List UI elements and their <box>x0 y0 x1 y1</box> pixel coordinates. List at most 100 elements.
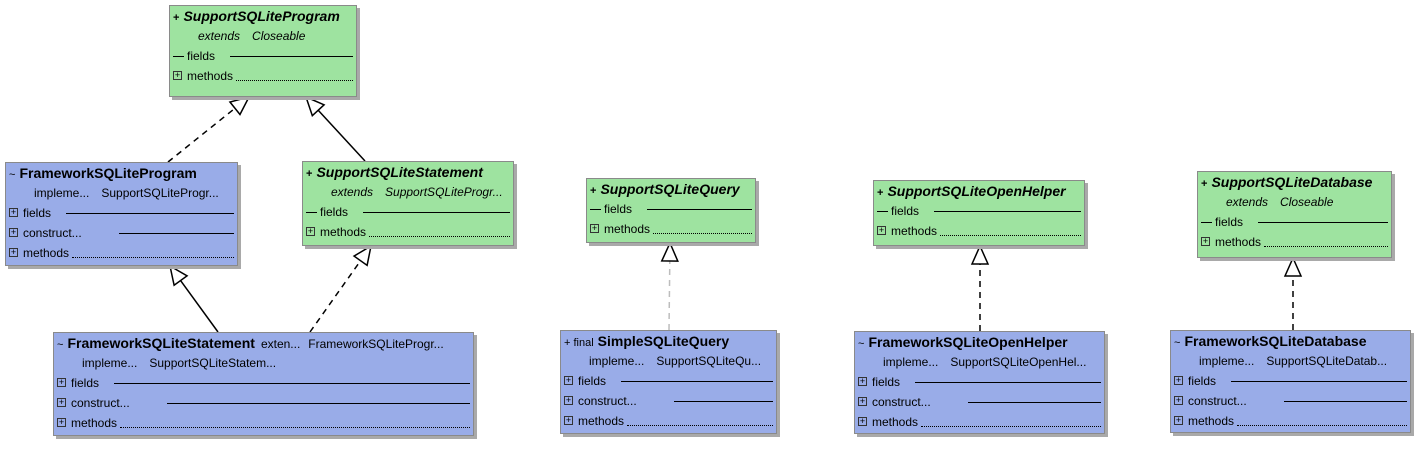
section-fields[interactable]: fields <box>1198 212 1391 232</box>
expand-toggle-icon[interactable]: + <box>57 417 66 427</box>
section-rule <box>119 233 234 234</box>
expand-toggle-icon[interactable]: + <box>57 377 66 387</box>
visibility-modifier: + <box>173 12 180 24</box>
section-construct[interactable]: + construct... <box>6 223 237 243</box>
section-methods[interactable]: +methods <box>303 222 513 242</box>
section-label: construct... <box>23 226 82 240</box>
section-label: fields <box>187 49 216 63</box>
expand-toggle-icon[interactable]: + <box>564 395 573 405</box>
section-label: methods <box>71 416 118 430</box>
section-fields[interactable]: fields <box>874 201 1084 221</box>
section-fields[interactable]: +fields <box>54 373 473 393</box>
relation-row: impleme...SupportSQLiteProgr... <box>6 183 237 203</box>
relation-keyword: extends <box>1226 195 1269 209</box>
class-name[interactable]: FrameworkSQLiteProgram <box>19 165 197 181</box>
section-fields[interactable]: +fields <box>1171 371 1410 391</box>
class-name[interactable]: SupportSQLiteQuery <box>600 181 740 197</box>
relation-keyword: extends <box>198 29 241 43</box>
section-rule <box>940 235 1081 236</box>
section-methods[interactable]: +methods <box>561 411 776 431</box>
expand-toggle-icon[interactable]: + <box>564 375 573 385</box>
section-methods[interactable]: +methods <box>6 243 237 263</box>
expand-toggle-icon[interactable]: + <box>877 225 886 235</box>
section-fields[interactable]: fields <box>303 202 513 222</box>
relation-keyword: impleme... <box>82 356 138 370</box>
visibility-modifier: ~ <box>57 339 64 351</box>
section-methods[interactable]: +methods <box>874 221 1084 241</box>
class-name[interactable]: SimpleSQLiteQuery <box>597 333 730 349</box>
framework-sqlite-statement-to-framework-sqlite-program-edge <box>168 264 219 333</box>
expand-toggle-icon[interactable]: + <box>858 416 867 426</box>
class-name[interactable]: FrameworkSQLiteDatabase <box>1184 333 1367 349</box>
framework-sqlite-program-to-support-sqlite-program-edge <box>167 95 251 163</box>
section-fields[interactable]: fields <box>170 46 356 66</box>
section-rule-lead <box>877 211 888 212</box>
expand-toggle-icon[interactable]: + <box>858 396 867 406</box>
section-methods[interactable]: +methods <box>587 219 755 239</box>
expand-toggle-icon[interactable]: + <box>9 227 18 237</box>
section-methods[interactable]: + methods <box>54 413 473 433</box>
expand-toggle-icon[interactable]: + <box>590 223 599 233</box>
edge-line <box>179 280 219 333</box>
section-construct[interactable]: +construct... <box>54 393 473 413</box>
expand-toggle-icon[interactable]: + <box>57 397 66 407</box>
expand-toggle-icon[interactable]: + <box>306 226 315 236</box>
section-methods[interactable]: +methods <box>1171 411 1410 431</box>
section-rule <box>646 209 752 210</box>
visibility-modifier: ~ <box>858 338 865 350</box>
section-rule <box>627 425 773 426</box>
class-name[interactable]: SupportSQLiteOpenHelper <box>887 183 1066 199</box>
edge-line <box>668 260 671 331</box>
relation-target: SupportSQLiteQu... <box>656 354 762 368</box>
section-label: construct... <box>872 395 931 409</box>
relation-keyword: impleme... <box>883 355 939 369</box>
section-rule <box>236 80 353 81</box>
expand-toggle-icon[interactable]: + <box>9 247 18 257</box>
framework-sqlite-database-to-support-sqlite-database-edge <box>1283 256 1303 330</box>
class-name[interactable]: FrameworkSQLiteStatement <box>67 335 255 351</box>
section-construct[interactable]: +construct... <box>1171 391 1410 411</box>
expand-toggle-icon[interactable]: + <box>1174 395 1183 405</box>
section-methods[interactable]: +methods <box>1198 232 1391 252</box>
section-rule <box>933 211 1081 212</box>
expand-toggle-icon[interactable]: + <box>1174 375 1183 385</box>
expand-toggle-icon[interactable]: + <box>173 70 182 80</box>
section-fields[interactable]: fields <box>587 199 755 219</box>
section-rule-lead <box>590 209 601 210</box>
class-name[interactable]: SupportSQLiteStatement <box>316 164 483 180</box>
class-name[interactable]: SupportSQLiteDatabase <box>1211 174 1373 190</box>
expand-toggle-icon[interactable]: + <box>1201 236 1210 246</box>
visibility-modifier: + <box>1201 178 1208 190</box>
support-sqlite-open-helper-box[interactable]: + SupportSQLiteOpenHelper fields+methods <box>873 180 1085 246</box>
section-label: construct... <box>578 394 637 408</box>
section-fields[interactable]: +fields <box>561 371 776 391</box>
section-fields[interactable]: +fields <box>6 203 237 223</box>
expand-toggle-icon[interactable]: + <box>9 207 18 217</box>
expand-toggle-icon[interactable]: + <box>1174 415 1183 425</box>
section-construct[interactable]: + construct... <box>855 392 1104 412</box>
section-rule <box>653 233 752 234</box>
section-methods[interactable]: +methods <box>855 412 1104 432</box>
expand-toggle-icon[interactable]: + <box>564 415 573 425</box>
support-sqlite-query-box[interactable]: + SupportSQLiteQuery fields+methods <box>586 178 756 243</box>
section-construct[interactable]: + construct... <box>561 391 776 411</box>
expand-toggle-icon[interactable]: + <box>858 376 867 386</box>
edge-line <box>317 109 366 162</box>
class-name[interactable]: SupportSQLiteProgram <box>183 8 340 24</box>
section-label: fields <box>872 375 901 389</box>
class-header: +SupportSQLiteDatabase <box>1198 172 1391 192</box>
section-fields[interactable]: + fields <box>855 372 1104 392</box>
section-methods[interactable]: +methods <box>170 66 356 86</box>
section-rule <box>914 382 1101 383</box>
class-name[interactable]: FrameworkSQLiteOpenHelper <box>868 334 1068 350</box>
